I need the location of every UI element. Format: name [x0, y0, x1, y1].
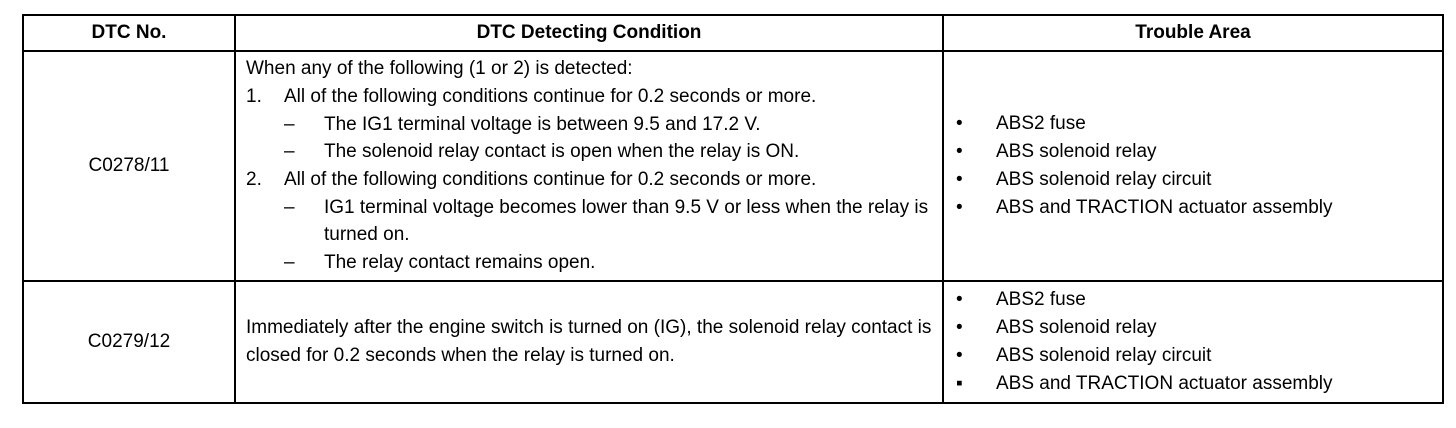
dash-marker: –: [284, 252, 295, 274]
trouble-item-text: ABS solenoid relay circuit: [996, 345, 1212, 366]
dtc-code: C0279/12: [22, 280, 236, 404]
item-number: 1.: [246, 85, 262, 107]
condition-subitem: – IG1 terminal voltage becomes lower tha…: [246, 194, 942, 249]
dtc-table: DTC No. DTC Detecting Condition Trouble …: [22, 14, 1444, 404]
dash-marker: –: [284, 196, 295, 218]
condition-subitem: – The solenoid relay contact is open whe…: [246, 138, 942, 166]
trouble-item: ▪ ABS and TRACTION actuator assembly: [954, 370, 1442, 398]
trouble-area-cell: • ABS2 fuse • ABS solenoid relay • ABS sole…: [942, 50, 1444, 282]
dtc-code: C0278/11: [22, 50, 236, 282]
bullet-marker: •: [956, 141, 963, 162]
condition-intro: When any of the following (1 or 2) is de…: [246, 58, 633, 80]
trouble-item-text: ABS solenoid relay circuit: [996, 169, 1212, 190]
trouble-item: • ABS solenoid relay circuit: [954, 342, 1442, 370]
bullet-marker: •: [956, 197, 963, 218]
trouble-item: • ABS solenoid relay: [954, 314, 1442, 342]
header-trouble-area: Trouble Area: [942, 14, 1444, 52]
bullet-marker: •: [956, 317, 963, 338]
trouble-item: • ABS2 fuse: [954, 286, 1442, 314]
dash-marker: –: [284, 113, 295, 135]
table-row: C0278/11 When any of the following (1 or…: [22, 50, 1444, 282]
bullet-marker: •: [956, 289, 963, 310]
trouble-item-text: ABS2 fuse: [996, 113, 1086, 134]
trouble-item-text: ABS2 fuse: [996, 289, 1086, 310]
trouble-item: • ABS2 fuse: [954, 110, 1442, 138]
condition-item: 1. All of the following conditions conti…: [246, 83, 942, 111]
item-number: 2.: [246, 169, 262, 190]
subitem-text: IG1 terminal voltage becomes lower than …: [324, 196, 929, 246]
bullet-marker: •: [956, 169, 963, 190]
trouble-item-text: ABS and TRACTION actuator assembly: [996, 373, 1333, 394]
condition-item: 2. All of the following conditions conti…: [246, 166, 942, 194]
detecting-condition-cell: Immediately after the engine switch is t…: [234, 280, 944, 404]
trouble-item-text: ABS and TRACTION actuator assembly: [996, 197, 1333, 218]
subitem-text: The relay contact remains open.: [324, 252, 596, 274]
dash-marker: –: [284, 141, 295, 163]
trouble-item-text: ABS solenoid relay: [996, 317, 1157, 338]
subitem-text: The IG1 terminal voltage is between 9.5 …: [324, 113, 761, 135]
trouble-item: • ABS solenoid relay: [954, 138, 1442, 166]
bullet-marker: •: [956, 113, 963, 134]
trouble-item: • ABS and TRACTION actuator assembly: [954, 194, 1442, 222]
item-text: All of the following conditions continue…: [284, 169, 817, 190]
header-row: DTC No. DTC Detecting Condition Trouble …: [22, 14, 1444, 52]
bullet-marker: •: [956, 345, 963, 366]
condition-text: Immediately after the engine switch is t…: [246, 317, 932, 366]
trouble-area-cell: • ABS2 fuse • ABS solenoid relay • ABS sole…: [942, 280, 1444, 404]
condition-subitem: – The relay contact remains open.: [246, 249, 942, 277]
bullet-marker: ▪: [956, 373, 963, 394]
item-text: All of the following conditions continue…: [284, 85, 817, 107]
trouble-item: • ABS solenoid relay circuit: [954, 166, 1442, 194]
trouble-item-text: ABS solenoid relay: [996, 141, 1157, 162]
subitem-text: The solenoid relay contact is open when …: [324, 141, 800, 163]
condition-subitem: – The IG1 terminal voltage is between 9.…: [246, 111, 942, 139]
header-dtc-no: DTC No.: [22, 14, 236, 52]
detecting-condition-cell: When any of the following (1 or 2) is de…: [234, 50, 944, 282]
table-row: C0279/12 Immediately after the engine sw…: [22, 280, 1444, 404]
header-detecting-condition: DTC Detecting Condition: [234, 14, 944, 52]
